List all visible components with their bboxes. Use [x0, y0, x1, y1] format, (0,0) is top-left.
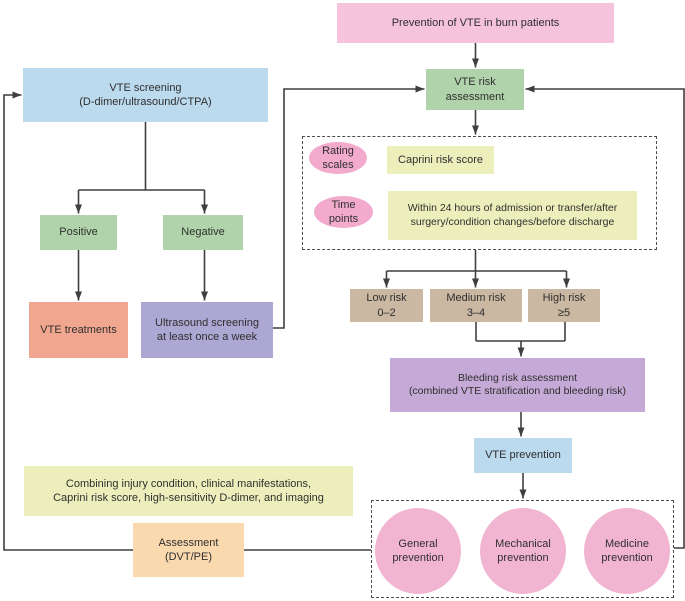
node-rating-scales: Rating scales [309, 142, 367, 174]
node-vte-risk-assessment: VTE risk assessment [426, 69, 524, 110]
arrow-prevention-loop-to-risk-assessment [525, 85, 685, 549]
node-medium-risk: Medium risk 3–4 [430, 289, 522, 322]
node-ultrasound-screening: Ultrasound screening at least once a wee… [141, 302, 273, 358]
node-vte-screening: VTE screening (D-dimer/ultrasound/CTPA) [23, 68, 268, 122]
node-assessment-dvt-pe: Assessment (DVT/PE) [133, 523, 244, 577]
rating-timepoints-group-frame [302, 136, 657, 250]
arrow-ultrasound-to-risk-assessment [273, 85, 425, 329]
node-vte-prevention: VTE prevention [474, 438, 572, 473]
node-time-points: Time points [314, 196, 373, 228]
node-positive: Positive [40, 215, 117, 250]
node-general-prevention: General prevention [375, 508, 461, 594]
node-low-risk: Low risk 0–2 [350, 289, 423, 322]
prevention-methods-group-frame [371, 500, 674, 598]
node-high-risk: High risk ≥5 [528, 289, 600, 322]
node-medicine-prevention: Medicine prevention [584, 508, 670, 594]
node-mechanical-prevention: Mechanical prevention [480, 508, 566, 594]
node-time-points-detail: Within 24 hours of admission or transfer… [388, 191, 637, 240]
node-bleeding-risk-assessment: Bleeding risk assessment (combined VTE s… [390, 358, 645, 412]
node-caprini-risk-score: Caprini risk score [387, 146, 494, 174]
node-prevention-title: Prevention of VTE in burn patients [337, 3, 614, 43]
node-combining-note: Combining injury condition, clinical man… [24, 466, 353, 516]
node-vte-treatments: VTE treatments [29, 302, 128, 358]
node-negative: Negative [163, 215, 243, 250]
